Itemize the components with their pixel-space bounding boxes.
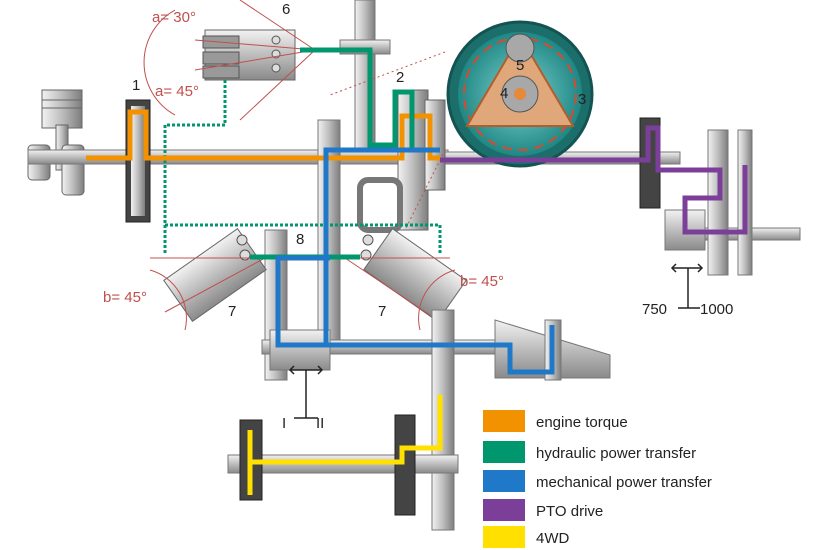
- label-2: 2: [396, 69, 404, 86]
- legend-label: 4WD: [536, 530, 570, 547]
- 4wd-path: [250, 395, 443, 465]
- legend-label: engine torque: [536, 414, 628, 431]
- label-pto-750: 750: [642, 301, 667, 318]
- angle-b45-left: b= 45°: [103, 289, 147, 306]
- engine-piston: [27, 89, 85, 196]
- angle-a45: a= 45°: [155, 83, 199, 100]
- label-1: 1: [132, 77, 140, 94]
- legend-item-4wd: 4WD: [483, 526, 570, 548]
- angle-b45-right: b= 45°: [460, 273, 504, 290]
- motor-unit-7-left: [163, 228, 267, 322]
- legend-swatch: [483, 526, 525, 548]
- shift-indicators: [288, 263, 704, 419]
- legend-label: mechanical power transfer: [536, 474, 712, 491]
- hydraulic-dashed-lines: [163, 80, 442, 255]
- legend-swatch: [483, 441, 525, 463]
- legend-swatch: [483, 499, 525, 521]
- label-range-I: I: [282, 415, 286, 432]
- angle-markers: [143, 0, 456, 331]
- legend-label: PTO drive: [536, 503, 603, 520]
- label-5: 5: [516, 57, 524, 74]
- label-pto-1000: 1000: [700, 301, 733, 318]
- component-labels: 1 2 3 4 5 6 7 7 8 a= 30° a= 45° b= 45° b…: [103, 1, 733, 432]
- legend-swatch: [483, 470, 525, 492]
- center-gear-shaft: [317, 119, 341, 341]
- legend-item-pto: PTO drive: [483, 499, 603, 521]
- legend-item-hydraulic: hydraulic power transfer: [483, 441, 696, 463]
- legend-item-engine-torque: engine torque: [483, 410, 628, 432]
- hydraulic-path: [300, 47, 415, 150]
- pto-path: [440, 125, 748, 235]
- legend: engine torque hydraulic power transfer m…: [483, 410, 712, 548]
- legend-swatch: [483, 410, 525, 432]
- label-6: 6: [282, 1, 290, 18]
- zoom-line-top: [329, 51, 446, 96]
- label-7-right: 7: [378, 303, 386, 320]
- label-4: 4: [500, 85, 508, 102]
- label-8: 8: [296, 231, 304, 248]
- angle-a30: a= 30°: [152, 9, 196, 26]
- legend-label: hydraulic power transfer: [536, 445, 696, 462]
- engine-torque-path: [86, 109, 440, 161]
- motor-unit-7-right: [360, 228, 467, 322]
- pump-unit-6: [202, 29, 296, 81]
- mechanical-path: [275, 147, 440, 348]
- label-7-left: 7: [228, 303, 236, 320]
- label-3: 3: [578, 91, 586, 108]
- planetary-gear-set: [329, 20, 594, 231]
- label-range-II: II: [316, 415, 324, 432]
- mechanical-path-output: [326, 325, 555, 375]
- legend-item-mechanical: mechanical power transfer: [483, 470, 712, 492]
